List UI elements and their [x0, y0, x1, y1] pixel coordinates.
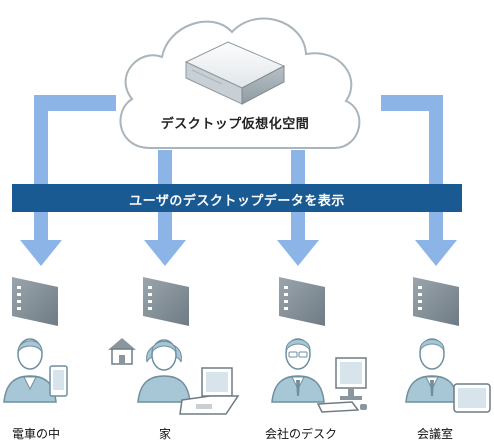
location-label-train: 電車の中 — [11, 427, 60, 441]
person-office-worker-icon — [271, 338, 325, 403]
desktop-screen-icon — [413, 277, 459, 326]
location-label-home: 家 — [158, 427, 171, 441]
server-icon — [184, 41, 286, 105]
desktop-screen-icon — [279, 277, 325, 326]
desktop-screen-icon — [12, 277, 58, 326]
desktop-screen-icon — [143, 277, 189, 326]
house-icon — [108, 338, 136, 365]
location-label-office-desk: 会社のデスク — [264, 427, 337, 441]
smartphone-icon — [49, 365, 68, 397]
person-woman-icon — [137, 339, 191, 403]
cloud-label: デスクトップ仮想化空間 — [160, 117, 310, 132]
arrow-left-elbow — [20, 95, 116, 266]
banner-label: ユーザのデスクトップデータを表示 — [129, 194, 345, 209]
arrow-right-elbow — [381, 95, 457, 266]
desktop-pc-icon — [316, 357, 367, 413]
display-banner: ユーザのデスクトップデータを表示 — [12, 184, 462, 212]
person-meeting-icon — [405, 338, 459, 403]
location-label-meeting-room: 会議室 — [416, 427, 453, 441]
person-commuter-icon — [3, 338, 57, 403]
laptop-icon — [179, 367, 240, 415]
tablet-icon — [453, 383, 491, 413]
